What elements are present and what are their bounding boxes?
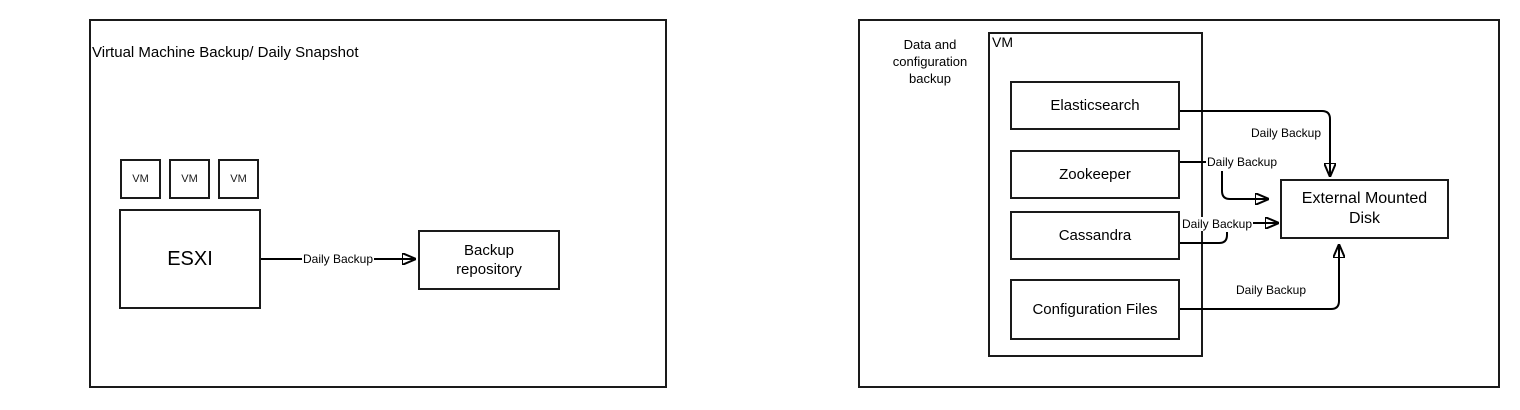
- vm-box-1-label: VM: [132, 173, 149, 185]
- vm-container-label: VM: [992, 34, 1013, 50]
- service-box-cassandra: Cassandra: [1010, 211, 1180, 260]
- esxi-host-label: ESXI: [167, 247, 213, 270]
- vm-box-2: VM: [169, 159, 210, 199]
- right-diagram-title: Data and configuration backup: [892, 37, 968, 86]
- vm-box-1: VM: [120, 159, 161, 199]
- service-box-configuration-files: Configuration Files: [1010, 279, 1180, 340]
- service-box-zookeeper: Zookeeper: [1010, 150, 1180, 199]
- external-mounted-disk-box: External Mounted Disk: [1280, 179, 1449, 239]
- left-diagram-frame: [89, 19, 667, 388]
- esxi-flow-label: Daily Backup: [302, 252, 374, 266]
- left-diagram-title: Virtual Machine Backup/ Daily Snapshot: [92, 44, 359, 61]
- esxi-host-box: ESXI: [119, 209, 261, 309]
- service-label-elasticsearch: Elasticsearch: [1050, 97, 1140, 114]
- service-label-configuration-files: Configuration Files: [1032, 301, 1158, 318]
- vm-box-2-label: VM: [181, 173, 198, 185]
- backup-repository-label: Backup repository: [456, 242, 522, 278]
- configuration-files-flow-label: Daily Backup: [1236, 283, 1307, 297]
- zookeeper-flow-label: Daily Backup: [1207, 155, 1278, 169]
- cassandra-flow-label: Daily Backup: [1182, 217, 1253, 231]
- service-label-cassandra: Cassandra: [1058, 227, 1132, 244]
- service-label-zookeeper: Zookeeper: [1059, 166, 1131, 183]
- service-box-elasticsearch: Elasticsearch: [1010, 81, 1180, 130]
- backup-repository-box: Backup repository: [418, 230, 560, 290]
- vm-box-3: VM: [218, 159, 259, 199]
- vm-box-3-label: VM: [230, 173, 247, 185]
- external-mounted-disk-label: External Mounted Disk: [1301, 190, 1428, 227]
- elasticsearch-flow-label: Daily Backup: [1251, 126, 1322, 140]
